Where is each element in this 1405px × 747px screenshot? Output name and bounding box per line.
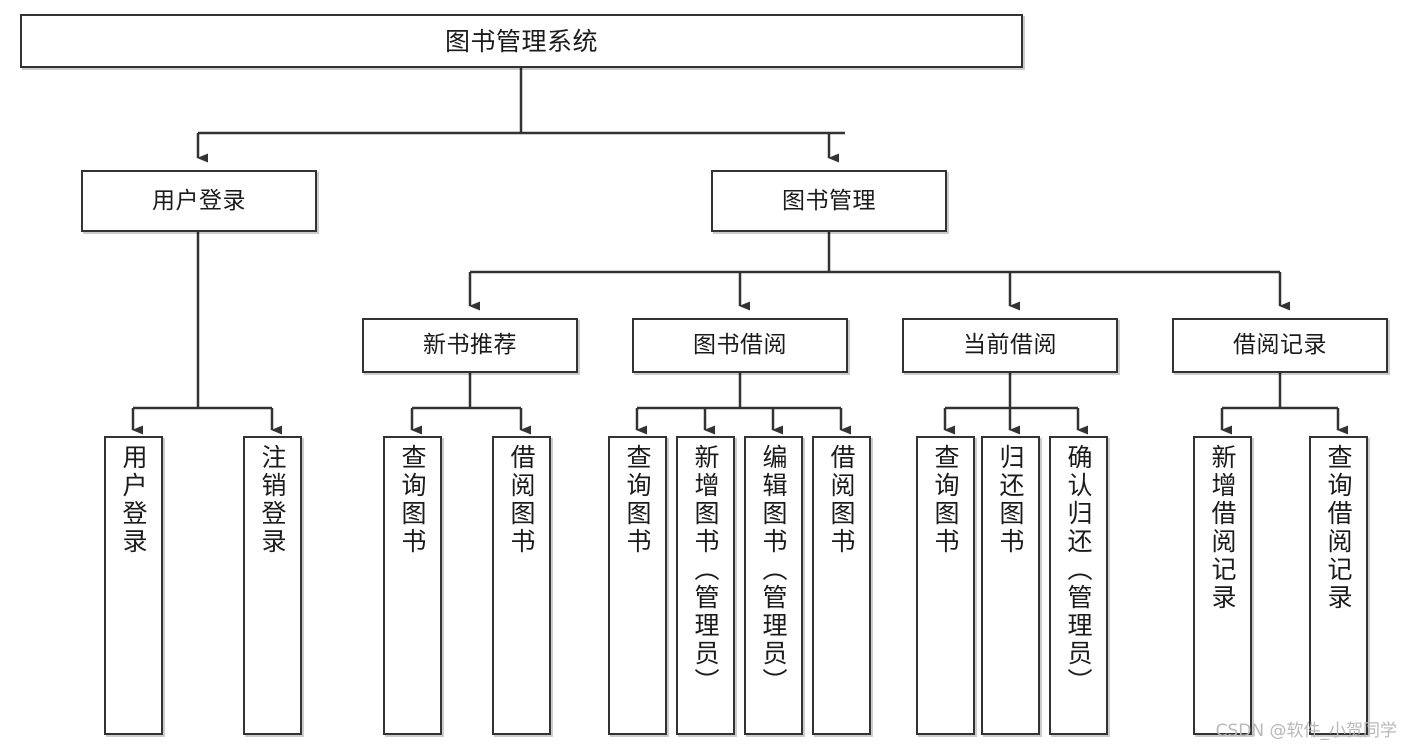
node-label: 确认归还（管理员） xyxy=(1064,444,1093,696)
leaf-current-borrow-1[interactable]: 归还图书 xyxy=(981,436,1040,735)
leaf-borrow-record-1[interactable]: 查询借阅记录 xyxy=(1309,436,1368,735)
leaf-borrow-record-0[interactable]: 新增借阅记录 xyxy=(1193,436,1252,735)
leaf-new-book-recommend-0[interactable]: 查询图书 xyxy=(383,436,442,735)
node-label: 新书推荐 xyxy=(423,332,517,359)
leaf-current-borrow-0[interactable]: 查询图书 xyxy=(916,436,975,735)
leaf-book-borrow-2[interactable]: 编辑图书（管理员） xyxy=(744,436,803,735)
watermark: CSDN @软件_小贺同学 xyxy=(1215,721,1397,741)
leaf-book-borrow-3[interactable]: 借阅图书 xyxy=(812,436,871,735)
node-label: 借阅图书 xyxy=(827,444,856,556)
node-root-system[interactable]: 图书管理系统 xyxy=(20,14,1023,68)
node-label: 借阅图书 xyxy=(507,444,536,556)
node-current-borrow[interactable]: 当前借阅 xyxy=(902,318,1118,373)
node-label: 图书管理 xyxy=(782,187,876,214)
node-label: 当前借阅 xyxy=(963,332,1057,359)
leaf-book-borrow-0[interactable]: 查询图书 xyxy=(608,436,667,735)
node-label: 编辑图书（管理员） xyxy=(759,444,788,696)
node-label: 用户登录 xyxy=(152,187,246,214)
node-user-login[interactable]: 用户登录 xyxy=(81,170,317,232)
leaf-user-login-1[interactable]: 注销登录 xyxy=(243,436,302,735)
node-label: 借阅记录 xyxy=(1233,332,1327,359)
node-book-management[interactable]: 图书管理 xyxy=(711,170,947,232)
node-label: 新增图书（管理员） xyxy=(691,444,720,696)
node-label: 注销登录 xyxy=(258,444,287,556)
node-borrow-record[interactable]: 借阅记录 xyxy=(1172,318,1388,373)
node-book-borrow[interactable]: 图书借阅 xyxy=(632,318,848,373)
node-label: 用户登录 xyxy=(119,444,148,556)
leaf-book-borrow-1[interactable]: 新增图书（管理员） xyxy=(676,436,735,735)
node-label: 图书管理系统 xyxy=(444,26,598,56)
node-label: 查询图书 xyxy=(398,444,427,556)
leaf-current-borrow-2[interactable]: 确认归还（管理员） xyxy=(1049,436,1108,735)
node-label: 查询借阅记录 xyxy=(1324,444,1353,612)
node-new-book-recommend[interactable]: 新书推荐 xyxy=(362,318,578,373)
leaf-new-book-recommend-1[interactable]: 借阅图书 xyxy=(492,436,551,735)
node-label: 查询图书 xyxy=(623,444,652,556)
node-label: 图书借阅 xyxy=(693,332,787,359)
node-label: 新增借阅记录 xyxy=(1208,444,1237,612)
leaf-user-login-0[interactable]: 用户登录 xyxy=(104,436,163,735)
node-label: 查询图书 xyxy=(931,444,960,556)
node-label: 归还图书 xyxy=(996,444,1025,556)
